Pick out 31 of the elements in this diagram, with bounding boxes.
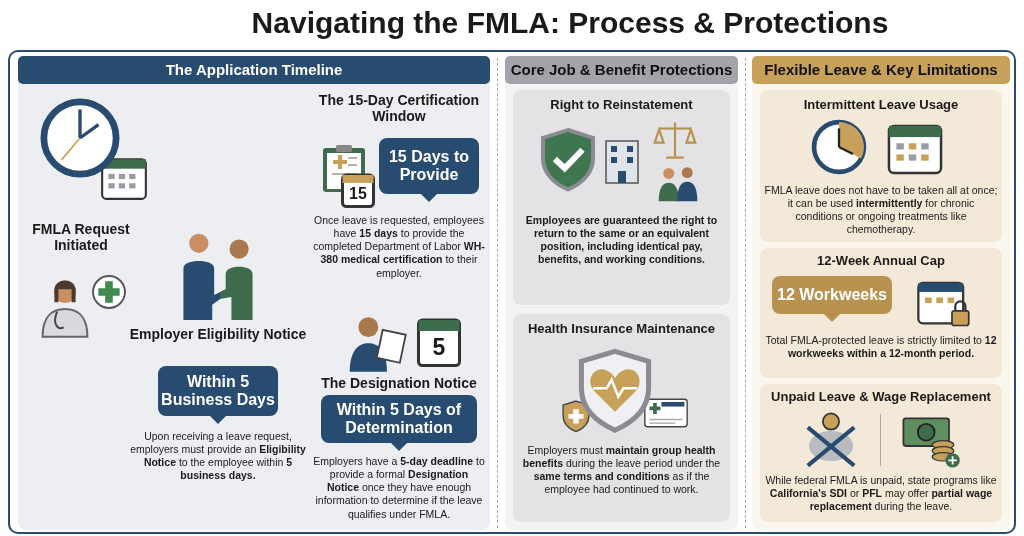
step-heading: The Designation Notice xyxy=(320,375,478,392)
info-card xyxy=(760,384,1002,522)
card-text: While federal FMLA is unpaid, state programs like California's SDI or PFL may offer partial wage replacement during the leave. xyxy=(764,474,998,514)
section-header: The Application Timeline xyxy=(18,56,490,84)
info-card xyxy=(513,314,730,522)
section-panel xyxy=(18,56,490,530)
step-heading: Employer Eligibility Notice xyxy=(128,326,308,343)
card-heading: Right to Reinstatement xyxy=(549,98,694,113)
section-header: Core Job & Benefit Protections xyxy=(505,56,738,84)
step-heading: The 15-Day Certification Window xyxy=(317,92,481,125)
card-heading: Health Insurance Maintenance xyxy=(526,322,717,337)
info-card xyxy=(760,248,1002,378)
card-heading: 12-Week Annual Cap xyxy=(816,254,946,269)
info-card xyxy=(760,90,1002,242)
card-text: FMLA leave does not have to be taken all at once; it can be used intermittently for chronic conditions or ongoing treatments like chemotherapy. xyxy=(764,184,998,237)
step-text: Employers have a 5-day deadline to provide a formal Designation Notice once they have enough information to determine if the leave qualifies under FMLA. xyxy=(313,455,485,521)
section-panel xyxy=(505,56,738,530)
page-title: Navigating the FMLA: Process & Protections xyxy=(250,6,890,40)
info-card xyxy=(513,90,730,305)
card-text: Employers must maintain group health benefits during the leave period under the same terms and conditions as if the employee had continued to work. xyxy=(521,444,722,497)
calendar-date: 15 xyxy=(341,172,375,208)
card-text: Total FMLA-protected leave is strictly limited to 12 workweeks within a 12-month period. xyxy=(764,334,998,361)
step-heading: FMLA Request Initiated xyxy=(31,221,131,254)
card-heading: Unpaid Leave & Wage Replacement xyxy=(770,390,992,405)
calendar-date: 5 xyxy=(417,317,461,367)
step-text: Upon receiving a leave request, employers must provide an Eligibility Notice to the employee within 5 business days. xyxy=(129,430,307,483)
card-text: Employees are guaranteed the right to return to the same or an equivalent position, including identical pay, benefits, and working conditions. xyxy=(524,214,719,267)
step-text: Once leave is requested, employees have 15 days to provide the completed Department of Labor WH-380 medical certification to their employer. xyxy=(313,214,485,280)
section-panel xyxy=(752,56,1010,530)
section-header: Flexible Leave & Key Limitations xyxy=(752,56,1010,84)
card-heading: Intermittent Leave Usage xyxy=(802,98,960,113)
